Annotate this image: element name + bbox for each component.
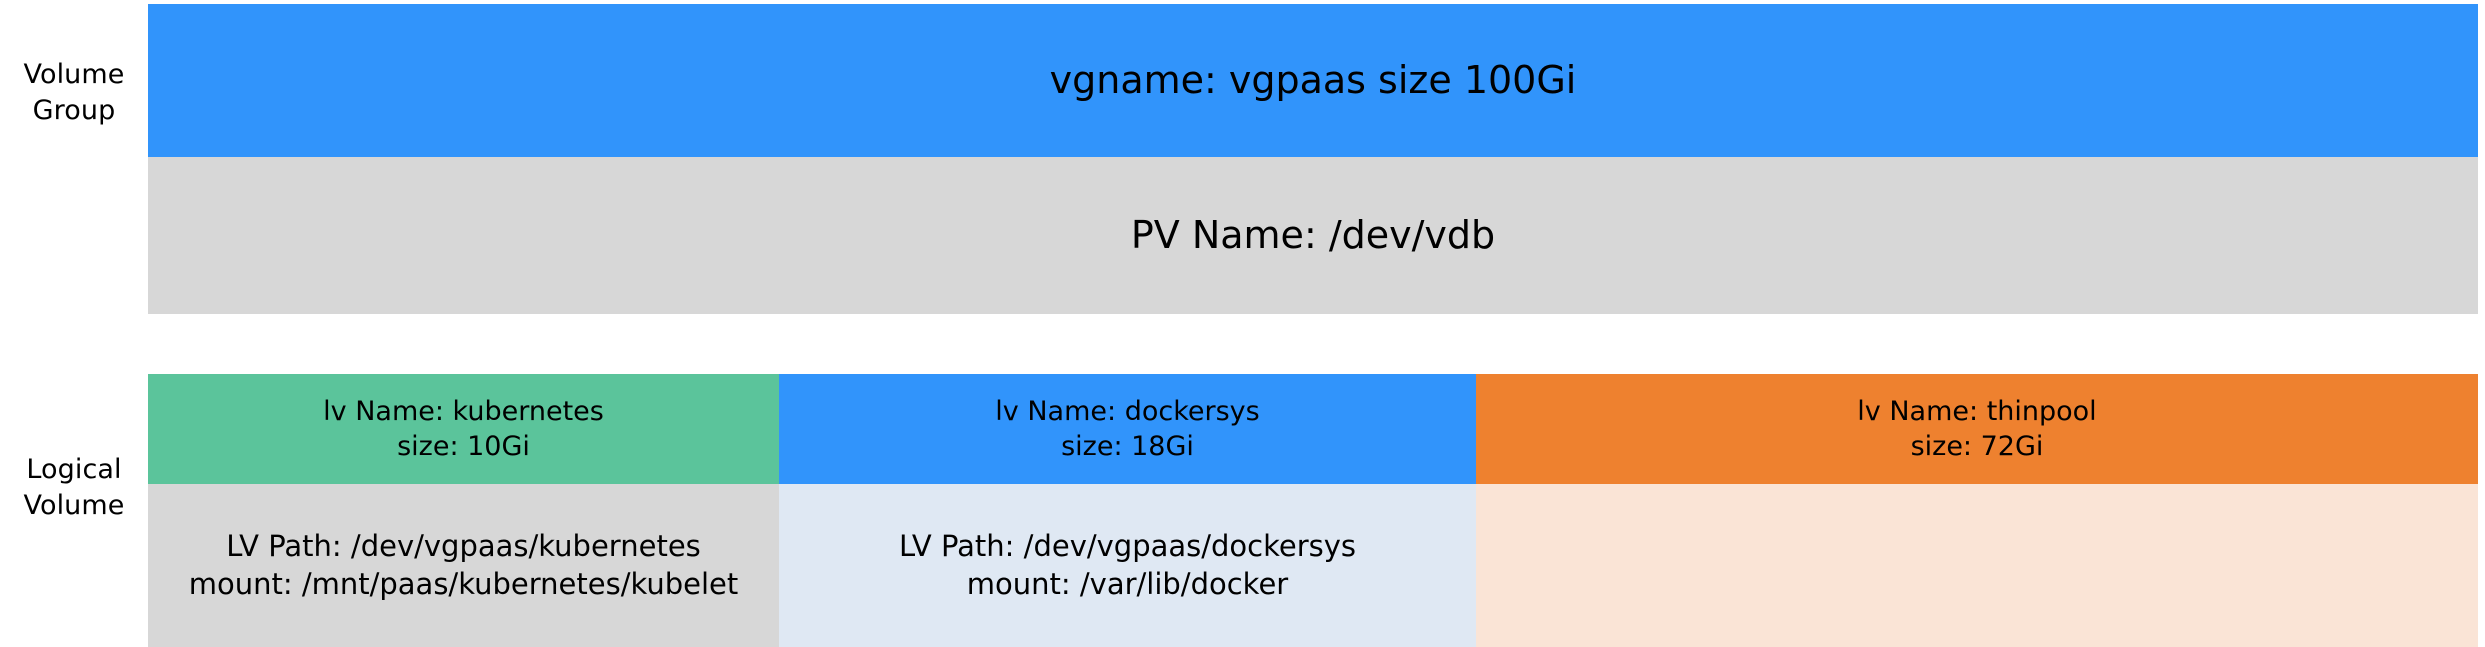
lv-thinpool-detail-block [1476,484,2478,647]
volume-group-summary-block: vgname: vgpaas size 100Gi [148,4,2478,157]
lv-thinpool-header-block: lv Name: thinpool size: 72Gi [1476,374,2478,484]
physical-volume-name-block: PV Name: /dev/vdb [148,157,2478,314]
lv-dockersys-header-block: lv Name: dockersys size: 18Gi [779,374,1476,484]
lv-kubernetes-header-block: lv Name: kubernetes size: 10Gi [148,374,779,484]
lv-dockersys-detail-block: LV Path: /dev/vgpaas/dockersys mount: /v… [779,484,1476,647]
row-label-volume-group: Volume Group [23,59,125,126]
lv-kubernetes-detail-block: LV Path: /dev/vgpaas/kubernetes mount: /… [148,484,779,647]
row-label-logical-volume: Logical Volume [23,454,125,521]
